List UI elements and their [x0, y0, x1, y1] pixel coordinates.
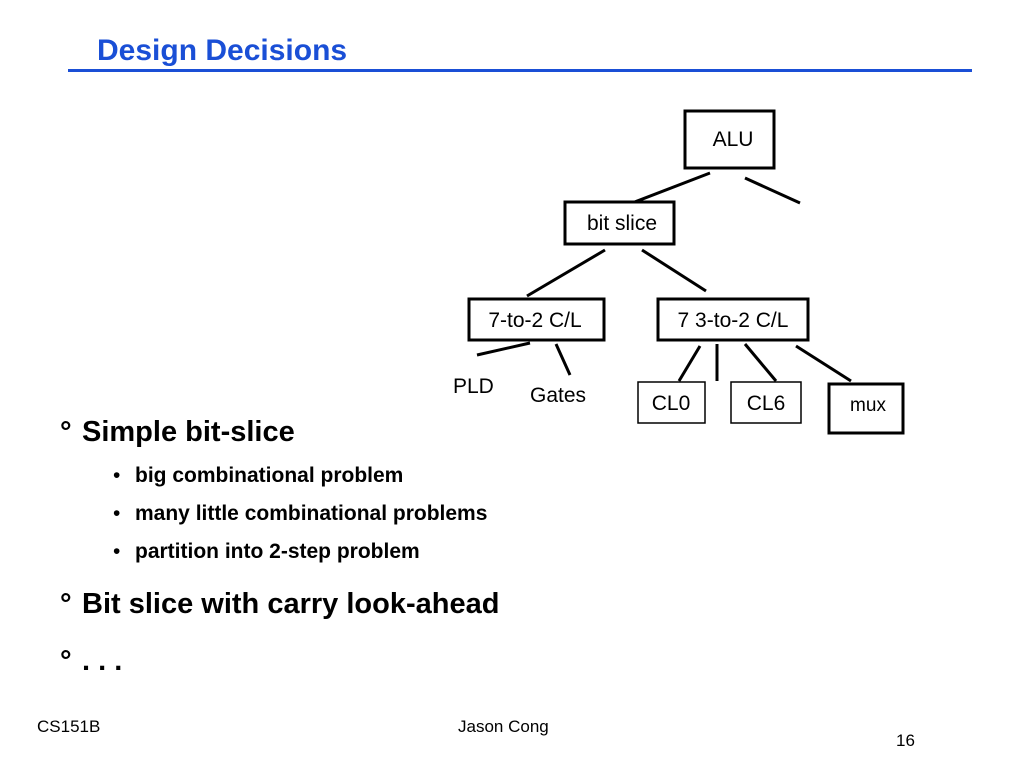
node-alu-box [683, 109, 776, 170]
bullet-carry-look-ahead: ° Bit slice with carry look-ahead [60, 588, 499, 621]
edge-alu-right [744, 176, 801, 205]
bullet-text: Bit slice with carry look-ahead [82, 588, 500, 620]
sub-bullet-text: big combinational problem [135, 464, 404, 487]
bullet-ellipsis: ° . . . [60, 645, 122, 678]
edge-72-pld [476, 341, 531, 357]
sub-bullet-marker: • [113, 464, 121, 487]
node-7-3to2-box [656, 297, 810, 342]
footer-course: CS151B [37, 717, 101, 736]
node-bitslice-box [563, 200, 676, 246]
sub-bullet-marker: • [113, 502, 121, 525]
node-7to2-label: 7-to-2 C/L [488, 309, 581, 332]
sub-bullet-partition: • partition into 2-step problem [113, 540, 420, 564]
bullet-text: . . . [82, 645, 123, 677]
node-7to2-box [467, 297, 606, 342]
node-7-3to2-label: 7 3-to-2 C/L [678, 309, 789, 332]
bullet-simple-bit-slice: ° Simple bit-slice [60, 416, 295, 449]
node-bitslice-label: bit slice [587, 212, 657, 235]
sub-bullet-marker: • [113, 540, 121, 563]
node-mux-label: mux [850, 395, 886, 416]
slide-title: Design Decisions [97, 34, 348, 67]
edge-732-cl0 [677, 345, 702, 382]
title-underline [68, 69, 972, 72]
edge-bitslice-732 [641, 248, 707, 293]
node-cl6-box [730, 381, 802, 424]
footer-page-number: 16 [896, 731, 915, 750]
edge-732-cl6 [743, 343, 778, 382]
bullet-marker: ° [60, 645, 72, 677]
sub-bullet-big-combinational: • big combinational problem [113, 464, 403, 488]
sub-bullet-many-little: • many little combinational problems [113, 502, 487, 526]
node-cl0-label: CL0 [652, 392, 691, 415]
edge-alu-bitslice [631, 171, 711, 205]
node-cl6-label: CL6 [747, 392, 786, 415]
bullet-marker: ° [60, 416, 72, 448]
bullet-marker: ° [60, 588, 72, 620]
node-cl0-box [637, 381, 706, 424]
sub-bullet-text: partition into 2-step problem [135, 540, 420, 563]
node-pld-label: PLD [453, 375, 494, 398]
edge-732-mux [795, 344, 852, 383]
edge-bitslice-72 [526, 248, 606, 298]
node-alu-label: ALU [713, 128, 754, 151]
footer-author: Jason Cong [458, 717, 549, 736]
node-gates-label: Gates [530, 384, 586, 407]
sub-bullet-text: many little combinational problems [135, 502, 488, 525]
edge-72-gates [554, 343, 572, 376]
bullet-text: Simple bit-slice [82, 416, 295, 448]
node-mux-box [827, 382, 905, 435]
